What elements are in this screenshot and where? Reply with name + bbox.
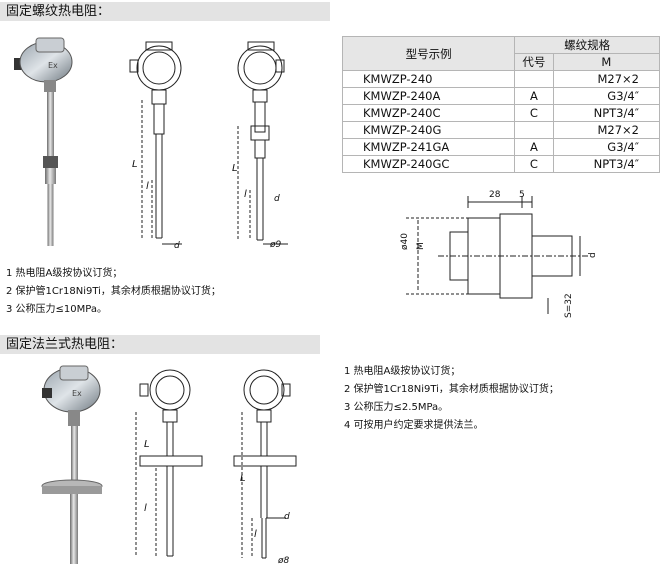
dim-28-label: 28	[489, 190, 501, 200]
table-row: KMWZP-240GC C NPT3/4″	[341, 155, 661, 173]
notes-flange: 1 热电阻A级按协议订货； 2 保护管1Cr18Ni9Ti，其余材质根据协议订货…	[344, 363, 559, 435]
note-item: 1 热电阻A级按协议订货；	[6, 268, 123, 279]
dim-d-label-2b: d	[284, 512, 290, 522]
thread-fitting-drawing	[406, 196, 588, 314]
table-row: KMWZP-240A A G3/4″	[341, 87, 661, 105]
dim-l-label-2b: l	[254, 529, 257, 540]
dim-S-label: S=32	[564, 293, 574, 318]
note-item: 1 热电阻A级按协议订货；	[344, 366, 461, 377]
thread-spec-table: 型号示例 螺纹规格 代号 M KMWZP-240 M27×2 KMWZP-240…	[341, 36, 661, 173]
col-header-thread: 螺纹规格	[514, 36, 660, 54]
dim-d-label-1a: d	[174, 241, 180, 251]
svg-text:Ex: Ex	[48, 61, 58, 70]
dim-M-label: M	[416, 242, 426, 250]
table-row: KMWZP-240G M27×2	[341, 121, 661, 139]
notes-threaded: 1 热电阻A级按协议订货； 2 保护管1Cr18Ni9Ti，其余材质根据协议订货…	[6, 265, 221, 319]
dim-phi9-label: ø9	[270, 240, 282, 250]
note-item: 2 保护管1Cr18Ni9Ti，其余材质根据协议订货；	[6, 286, 221, 297]
drawing-flange-b	[233, 369, 297, 559]
table-row: KMWZP-240 M27×2	[341, 70, 661, 88]
section-title-threaded: 固定螺纹热电阻：	[0, 2, 330, 21]
col-header-model: 型号示例	[341, 36, 516, 71]
note-item: 3 公称压力≤10MPa。	[6, 304, 107, 315]
drawing-flange-a	[135, 369, 203, 557]
note-item: 2 保护管1Cr18Ni9Ti，其余材质根据协议订货；	[344, 384, 559, 395]
table-row: KMWZP-240C C NPT3/4″	[341, 104, 661, 122]
table-row: KMWZP-241GA A G3/4″	[341, 138, 661, 156]
dim-L-label-1b: L	[232, 163, 238, 174]
note-item: 4 可按用户约定要求提供法兰。	[344, 420, 484, 431]
dim-d-label-fitting: d	[588, 252, 598, 258]
product-photo-flange: Ex	[41, 365, 103, 564]
drawing-threaded-a	[129, 41, 182, 245]
dim-L-label-1a: L	[132, 159, 138, 170]
col-header-m: M	[552, 53, 661, 71]
dim-l-label-1a: l	[146, 181, 149, 192]
dim-l-label-2a: l	[144, 503, 147, 514]
svg-text:Ex: Ex	[72, 389, 82, 398]
dim-5-label: 5	[519, 190, 525, 200]
product-photo-threaded: Ex	[14, 37, 73, 246]
drawing-threaded-b	[237, 41, 288, 245]
col-header-code: 代号	[514, 53, 554, 71]
dim-l-label-1b: l	[244, 189, 247, 200]
dim-L-label-2b: L	[240, 473, 246, 484]
section-title-flange: 固定法兰式热电阻：	[0, 335, 320, 354]
note-item: 3 公称压力≤2.5MPa。	[344, 402, 449, 413]
dim-L-label-2a: L	[144, 439, 150, 450]
dim-d-label-1b: d	[274, 194, 280, 204]
dim-phi8-label: ø8	[278, 556, 290, 566]
